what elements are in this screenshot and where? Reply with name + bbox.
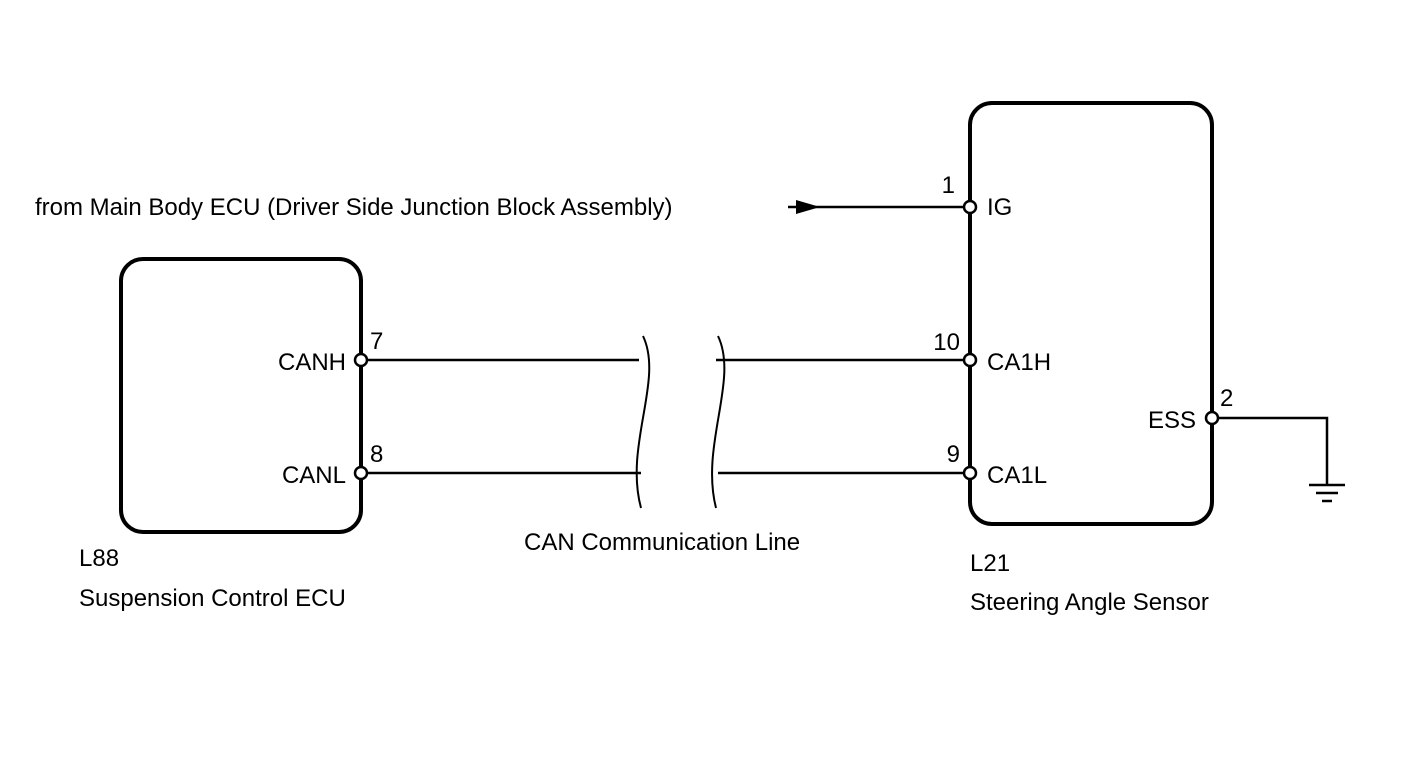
pin-ig-connector [962,199,978,215]
right-pin-name-ess: ESS [1148,407,1196,434]
right-pin-number-9: 9 [947,441,960,468]
right-pin-name-ig: IG [987,194,1012,221]
right-component-name: Steering Angle Sensor [970,589,1209,616]
right-pin-number-2: 2 [1220,385,1233,412]
ess-ground-wire [1219,416,1329,485]
arrow-right-icon [796,200,820,214]
wire-break-mark-left [635,335,651,509]
right-pin-number-10: 10 [933,329,960,356]
can-bus-label: CAN Communication Line [524,529,800,556]
pin-ess-connector [1204,410,1220,426]
suspension-control-ecu-box [119,257,363,534]
source-label: from Main Body ECU (Driver Side Junction… [35,194,673,221]
left-pin-name-canl: CANL [282,462,346,489]
pin-canh-connector [353,352,369,368]
left-pin-number-8: 8 [370,441,383,468]
right-pin-name-ca1l: CA1L [987,462,1047,489]
right-pin-number-1: 1 [942,172,955,199]
left-pin-number-7: 7 [370,328,383,355]
steering-angle-sensor-box [968,101,1214,526]
left-component-code: L88 [79,545,119,572]
left-pin-name-canh: CANH [278,349,346,376]
pin-ca1h-connector [962,352,978,368]
pin-ca1l-connector [962,465,978,481]
right-component-code: L21 [970,550,1010,577]
left-component-name: Suspension Control ECU [79,585,346,612]
pin-canl-connector [353,465,369,481]
wire-break-mark-right [711,335,726,509]
right-pin-name-ca1h: CA1H [987,349,1051,376]
ground-icon [1309,483,1345,503]
